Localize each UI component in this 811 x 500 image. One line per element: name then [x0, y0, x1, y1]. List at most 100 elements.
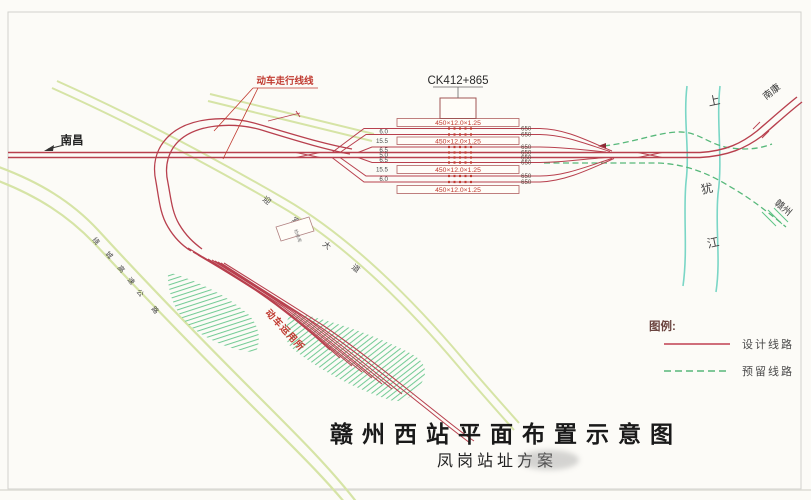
- loop-branch: [267, 110, 301, 122]
- crossover: [295, 152, 663, 158]
- depot-track: [211, 259, 383, 385]
- throat-switch: [339, 157, 392, 177]
- highway-road-line: [0, 180, 344, 500]
- nankang-label: 南康: [760, 81, 783, 102]
- throat-switch: [539, 157, 607, 163]
- station-building: [439, 97, 477, 119]
- throat-switch: [357, 146, 392, 153]
- platform-size-label: 450×12.0×1.25: [435, 187, 481, 194]
- track-spacing-label: 6.5: [379, 157, 388, 164]
- platform-4: [396, 185, 520, 194]
- depot-track: [207, 258, 373, 379]
- throat-switch: [339, 134, 392, 153]
- emu-running-line-callout: 动车走行线线: [213, 75, 318, 160]
- track-spacing-label: 6.0: [379, 176, 388, 183]
- diagram-title: 赣州西站平面布置示意图: [330, 421, 682, 447]
- emu-loop-line: [153, 118, 353, 252]
- dot-markers: [448, 127, 472, 184]
- chainage-leader: [433, 86, 483, 98]
- legend: 图例: 设计线路 预留线路: [649, 319, 794, 378]
- side-road-line: [207, 100, 373, 142]
- throat-switch: [331, 128, 392, 153]
- road-char: 高: [116, 263, 127, 274]
- avenue-road-line: [56, 80, 520, 424]
- reserved-line-upper: [603, 131, 773, 150]
- hatch-zone-west: [167, 272, 259, 352]
- depot-fan: [187, 247, 475, 444]
- direction-labels: 南昌 南康 赣州: [44, 81, 794, 219]
- track-length-label: 650: [521, 144, 532, 151]
- east-exit-line: [699, 101, 803, 159]
- emu-loop-line: [165, 124, 351, 250]
- river-name-char: 上: [707, 93, 722, 109]
- river-bank-line: [682, 85, 689, 287]
- track-length-labels: 650 650 650 650 650 650 650 650: [521, 126, 532, 187]
- avenue-name: 迎 宾 大 道: [261, 194, 362, 275]
- ganzhou-label: 赣州: [772, 197, 794, 218]
- track-length-label: 650: [521, 179, 532, 186]
- throat-switch: [539, 128, 613, 152]
- bridge-tick: [752, 121, 770, 139]
- legend-title: 图例:: [649, 319, 676, 333]
- roads: [0, 80, 520, 500]
- river: 上 犹 江: [682, 85, 722, 293]
- track-length-label: 650: [521, 173, 532, 180]
- photo-frame: [7, 11, 802, 490]
- throat-switch: [357, 157, 392, 163]
- chainage-label: CK412+865: [427, 75, 488, 87]
- track-spacing-labels: 6.0 15.5 6.5 5.0 6.5 15.5 6.0: [376, 129, 389, 184]
- depot-track: [223, 262, 475, 442]
- watermark-smudge: [519, 450, 579, 470]
- emu-running-line-label: 动车走行线线: [256, 75, 314, 87]
- nanchang-arrow-icon: [44, 145, 54, 151]
- nanchang-label: 南昌: [61, 133, 84, 147]
- road-char: 公: [135, 288, 146, 299]
- platform-3: [396, 165, 520, 174]
- legend-reserved-line-label: 预留线路: [742, 364, 794, 378]
- platform-center-markers: [448, 127, 472, 184]
- depot-track: [202, 256, 363, 373]
- design-tracks: [8, 96, 803, 444]
- avenue-road-line: [51, 87, 515, 431]
- depot-building-label: 检修库: [292, 228, 303, 244]
- platform-size-label: 450×12.0×1.25: [435, 120, 481, 127]
- track-length-label: 650: [521, 160, 532, 167]
- track-length-label: 650: [521, 150, 532, 157]
- side-road-line: [209, 93, 375, 135]
- title-block: 赣州西站平面布置示意图 凤岗站址方案: [330, 421, 682, 470]
- river-name-char: 犹: [700, 181, 715, 197]
- highway-name: 绕 城 高 速 公 路: [91, 235, 161, 315]
- throat-switch: [539, 158, 613, 177]
- emu-running-line-leader: [213, 87, 318, 160]
- depot-track: [220, 262, 471, 444]
- legend-design-line-label: 设计线路: [742, 337, 794, 351]
- track-spacing-label: 6.5: [379, 147, 388, 154]
- depot-track: [214, 260, 393, 390]
- track-spacing-label: 6.0: [379, 129, 388, 136]
- chainage-callout: CK412+865: [427, 75, 489, 98]
- throat-switch: [331, 157, 392, 183]
- road-char: 路: [150, 304, 161, 315]
- track-length-label: 650: [521, 126, 532, 133]
- throat-switch: [539, 146, 607, 153]
- road-char: 绕: [91, 235, 102, 246]
- platform-2: [396, 136, 520, 145]
- platform-size-label: 450×12.0×1.25: [435, 167, 481, 174]
- reserved-land-hatch: [167, 207, 789, 402]
- track-spacing-label: 15.5: [376, 138, 389, 145]
- reserved-line-lower: [544, 162, 787, 228]
- track-spacing-label: 15.5: [376, 166, 389, 173]
- river-name-char: 江: [706, 235, 721, 251]
- track-length-label: 650: [521, 132, 532, 139]
- throat-switch: [539, 158, 615, 183]
- road-char: 速: [126, 276, 137, 287]
- highway-road-line: [0, 166, 357, 500]
- throat-switch: [539, 134, 611, 152]
- road-char: 城: [104, 250, 115, 261]
- reserved-lines: [544, 131, 787, 228]
- station-tracks: [392, 127, 540, 183]
- depot-building: [275, 216, 315, 242]
- platforms: 450×12.0×1.25 450×12.0×1.25 450×12.0×1.2…: [396, 97, 520, 194]
